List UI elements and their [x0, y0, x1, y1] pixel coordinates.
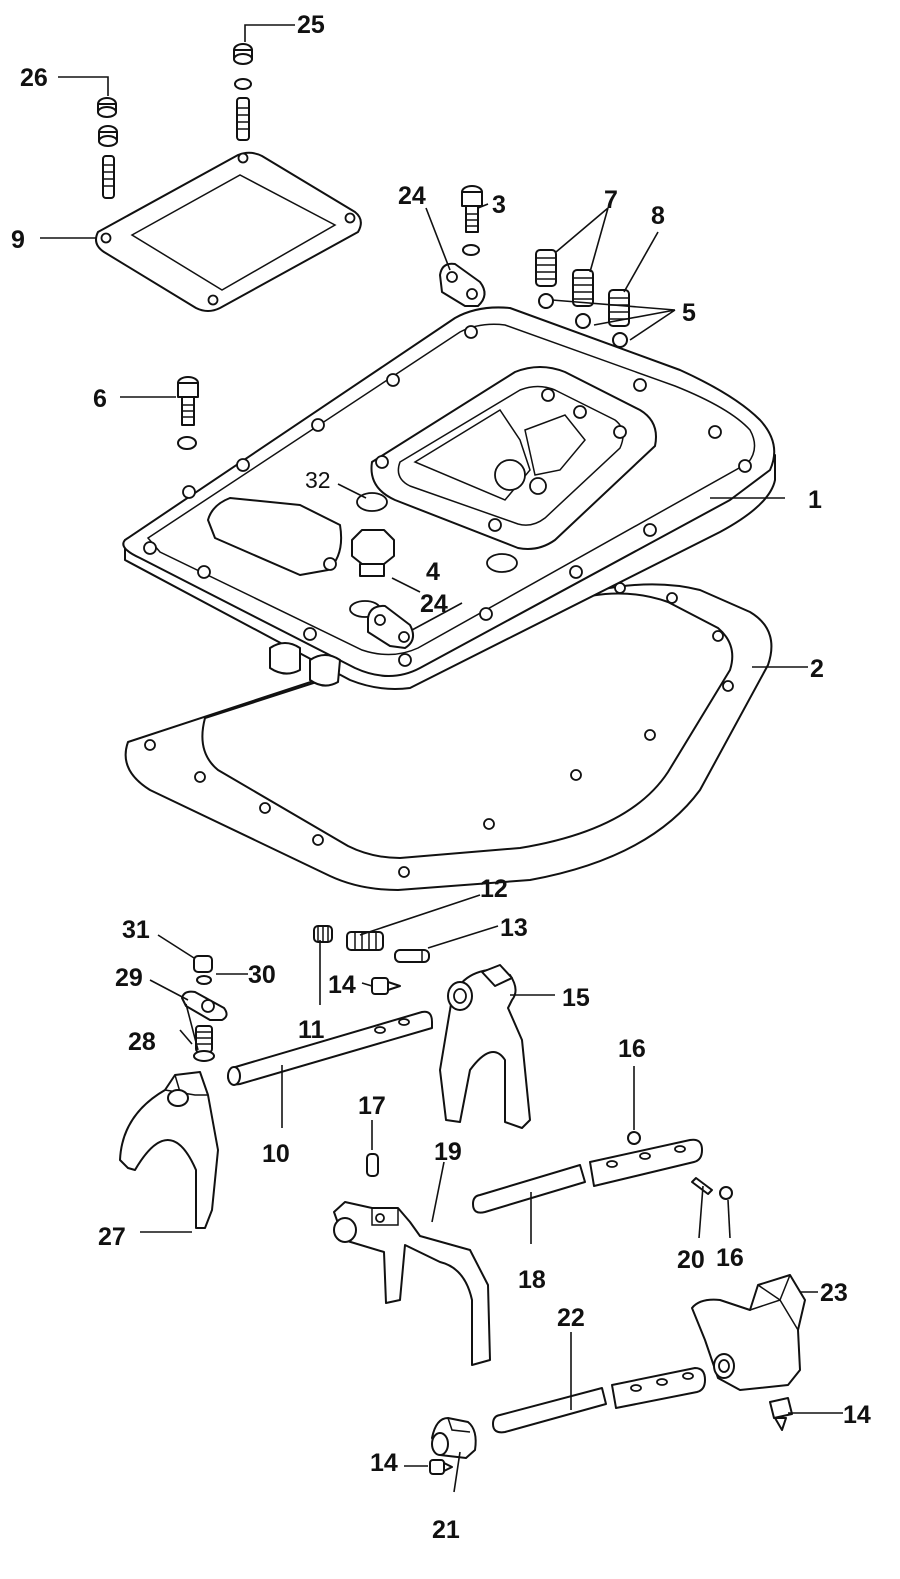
part-18-shift-rail [472, 1138, 703, 1214]
leader-lines [40, 24, 843, 1493]
part-7-springs [535, 249, 594, 307]
part-16-balls [627, 1131, 733, 1200]
part-6-bolt [177, 376, 199, 450]
callout-23: 23 [820, 1279, 848, 1307]
part-22-shift-rail [492, 1367, 706, 1434]
callout-19: 19 [434, 1138, 462, 1166]
callout-17: 17 [358, 1092, 386, 1120]
part-26-nuts-stud [97, 97, 118, 199]
part-28-stud [193, 1025, 215, 1062]
callout-18: 18 [518, 1266, 546, 1294]
part-30-washer [196, 975, 212, 985]
callout-14-lower: 14 [370, 1449, 398, 1477]
part-2-gasket [124, 582, 773, 891]
callout-28: 28 [128, 1028, 156, 1056]
callout-4: 4 [426, 558, 440, 586]
callout-11: 11 [298, 1016, 325, 1044]
part-12-spring [346, 931, 384, 951]
part-25-nut-washer-stud [233, 43, 253, 141]
part-13-pin [394, 949, 430, 963]
part-5-balls [538, 293, 628, 348]
callout-3: 3 [492, 191, 506, 219]
part-27-shift-fork [119, 1071, 219, 1229]
callout-7: 7 [604, 186, 618, 214]
part-10-shift-rail [227, 1010, 433, 1086]
callout-6: 6 [93, 385, 107, 413]
callout-13: 13 [500, 914, 528, 942]
callout-16-lower: 16 [716, 1244, 744, 1272]
callout-29: 29 [115, 964, 143, 992]
callout-8: 8 [651, 202, 665, 230]
callout-24-lower: 24 [420, 590, 448, 618]
callout-32: 32 [305, 467, 331, 493]
callout-27: 27 [98, 1223, 126, 1251]
part-14-screw-right [769, 1397, 793, 1431]
part-17-pin [366, 1153, 379, 1177]
callout-5: 5 [682, 299, 696, 327]
callout-10: 10 [262, 1140, 290, 1168]
callout-26: 26 [20, 64, 48, 92]
callout-9: 9 [11, 226, 25, 254]
callout-1: 1 [808, 486, 822, 514]
callout-2: 2 [810, 655, 824, 683]
callout-21: 21 [432, 1516, 460, 1544]
part-11-spring [313, 925, 333, 943]
part-24-bracket-upper [439, 262, 486, 307]
callout-12: 12 [480, 875, 508, 903]
callout-16-upper: 16 [618, 1035, 646, 1063]
part-1-top-cover [122, 306, 776, 690]
part-21-block [431, 1417, 477, 1459]
part-4-plug [349, 529, 395, 618]
part-29-lock-plate [181, 990, 228, 1021]
part-19-shift-lever [333, 1201, 491, 1366]
part-14-screw-lower [429, 1459, 453, 1475]
part-23-shift-block [691, 1274, 806, 1391]
callout-15: 15 [562, 984, 590, 1012]
part-24-bracket-lower [367, 604, 415, 649]
callout-22: 22 [557, 1304, 585, 1332]
part-14-screw-upper [371, 977, 401, 995]
part-9-cover-plate [95, 151, 362, 312]
callout-14-right: 14 [843, 1401, 871, 1429]
part-15-shift-fork [439, 964, 531, 1129]
callout-24-upper: 24 [398, 182, 426, 210]
part-20-pin [691, 1177, 713, 1195]
callout-25: 25 [297, 11, 325, 39]
callout-14-upper: 14 [328, 971, 356, 999]
callout-31: 31 [122, 916, 150, 944]
part-31-nut [193, 955, 213, 973]
callout-20: 20 [677, 1246, 705, 1274]
part-3-bolt [461, 185, 483, 256]
callout-30: 30 [248, 961, 276, 989]
callout-labels: 1 2 3 4 5 6 7 8 9 10 11 12 13 14 14 14 1… [11, 11, 871, 1544]
